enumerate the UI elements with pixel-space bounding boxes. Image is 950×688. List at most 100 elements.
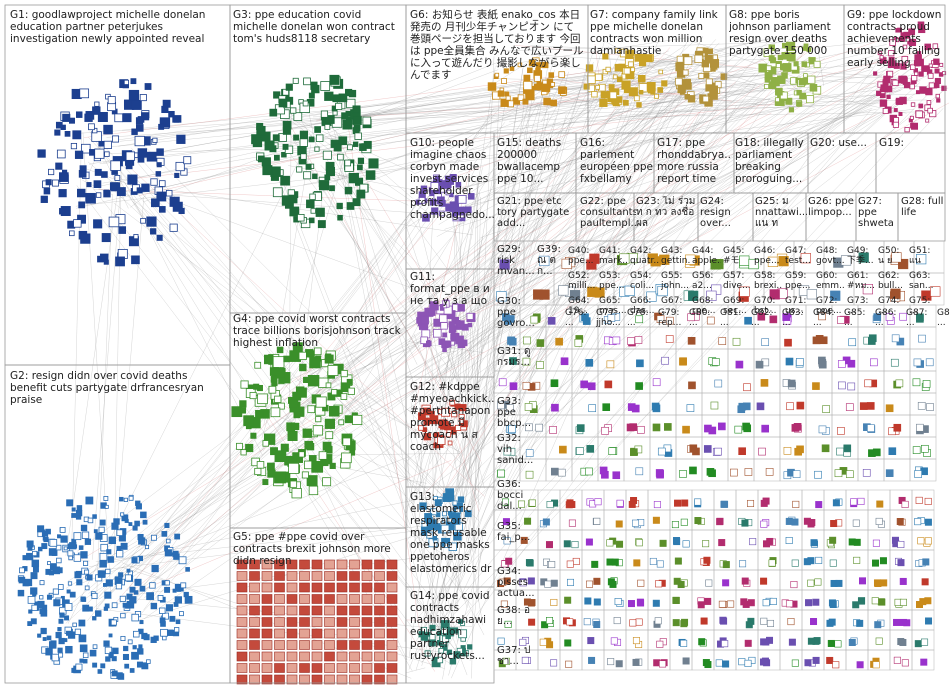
graph-node [105,592,111,598]
graph-node [877,501,883,507]
graph-node [782,52,789,59]
graph-node [104,641,109,646]
graph-node [109,634,112,637]
graph-node [902,501,908,507]
graph-node [275,396,281,402]
graph-node [175,173,179,177]
graph-node [922,579,928,585]
graph-edge [72,139,82,546]
graph-node [893,619,899,625]
graph-node [796,358,803,365]
graph-node [131,79,136,84]
graph-node [309,486,318,495]
group-cell [572,349,598,371]
graph-node [587,287,597,297]
graph-node [509,425,516,432]
graph-node [111,620,116,625]
graph-node [901,33,906,38]
graph-node [849,639,855,645]
graph-node [733,338,740,345]
graph-node [635,337,642,344]
graph-edge [307,451,407,660]
graph-node [504,538,510,544]
graph-node [79,620,85,626]
graph-node [595,74,602,81]
graph-node [330,75,339,84]
graph-node [891,359,898,366]
graph-node [142,184,150,192]
graph-node [57,535,60,538]
graph-node [892,335,899,342]
graph-node [426,341,431,346]
graph-node [141,218,146,223]
graph-node [784,447,791,454]
graph-node [929,83,934,88]
graph-node [788,618,794,624]
graph-node [585,468,592,475]
graph-node [110,652,114,656]
graph-node [38,150,45,157]
graph-node [664,423,671,430]
graph-node [123,646,127,650]
graph-node [925,538,931,544]
graph-node [653,379,660,386]
graph-node [287,572,297,581]
graph-node [67,590,70,593]
graph-node [637,426,644,433]
graph-node [804,558,810,564]
graph-node [337,560,347,569]
graph-node [160,618,165,623]
graph-node [421,316,429,324]
graph-node [375,606,385,615]
graph-node [793,501,799,507]
graph-node [262,641,272,650]
graph-node [375,641,385,650]
graph-node [18,590,24,596]
graph-node [675,78,682,85]
graph-node [136,504,141,509]
graph-node [76,664,82,670]
graph-node [334,144,341,151]
graph-node [81,525,87,531]
graph-node [916,314,923,321]
graph-node [707,291,717,301]
graph-node [838,382,845,389]
graph-node [567,579,573,585]
graph-node [300,595,310,604]
graph-node [87,182,91,186]
graph-node [508,337,515,344]
graph-node [263,166,272,175]
graph-edge [77,53,739,552]
graph-node [896,380,903,387]
graph-node [916,91,919,94]
graph-node [121,613,126,618]
graph-node [341,370,347,376]
graph-node [659,255,669,265]
graph-node [940,63,943,66]
graph-node [312,664,322,673]
graph-node [262,572,272,581]
graph-node [609,448,616,455]
graph-node [880,580,886,586]
graph-node [614,617,620,623]
graph-node [79,202,85,208]
graph-node [157,235,162,240]
graph-node [135,521,140,526]
graph-node [350,560,360,569]
graph-node [237,641,247,650]
graph-node [617,77,622,82]
graph-node [819,426,826,433]
graph-edge [409,67,495,656]
graph-node [350,641,360,650]
graph-node [283,127,290,134]
graph-node [339,420,344,425]
graph-node [275,618,285,627]
graph-node [678,85,686,93]
graph-node [440,315,448,323]
graph-node [170,224,177,231]
graph-node [745,660,751,666]
graph-node [47,595,51,599]
graph-node [254,384,259,389]
graph-node [498,91,504,97]
graph-node [632,405,639,412]
